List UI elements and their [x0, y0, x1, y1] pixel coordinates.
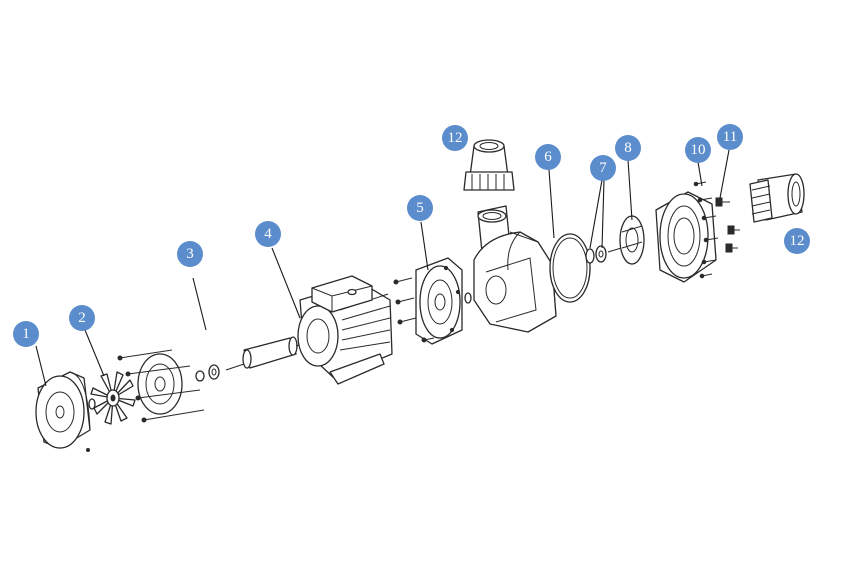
leader-lines [35, 149, 730, 387]
pump-housing [473, 205, 557, 333]
callout-badge [255, 221, 281, 247]
callout-12-side: 12 [784, 228, 810, 254]
front-cover [655, 181, 719, 283]
o-ring [549, 233, 591, 303]
union-fitting-side [749, 173, 805, 223]
callout-badge [590, 155, 616, 181]
seal-plate [393, 257, 472, 345]
callout-label: 11 [723, 129, 737, 145]
callout-label: 2 [78, 310, 86, 326]
callout-3: 3 [177, 241, 203, 267]
callout-4: 4 [255, 221, 281, 247]
callout-11: 11 [717, 124, 743, 150]
callout-badge [407, 195, 433, 221]
callout-label: 10 [691, 142, 706, 158]
callout-label: 12 [448, 130, 463, 146]
mechanical-seal [585, 245, 607, 264]
cooling-fan [88, 371, 136, 425]
callout-5: 5 [407, 195, 433, 221]
callout-badge [442, 125, 468, 151]
callout-badge [177, 241, 203, 267]
callout-badge [784, 228, 810, 254]
callout-6: 6 [535, 144, 561, 170]
callout-label: 1 [22, 326, 30, 342]
callout-label: 5 [416, 200, 424, 216]
callout-badge [717, 124, 743, 150]
callout-label: 8 [624, 140, 632, 156]
drain-plugs [715, 197, 740, 253]
callout-badge [685, 137, 711, 163]
end-shield-assembly [117, 349, 220, 423]
fan-cover [35, 371, 91, 452]
callout-label: 6 [544, 149, 552, 165]
callout-badge [535, 144, 561, 170]
callout-badge [615, 135, 641, 161]
callout-label: 4 [264, 226, 272, 242]
union-fitting-top [463, 139, 515, 191]
callout-badge [13, 321, 39, 347]
callout-label: 3 [186, 246, 194, 262]
callout-label: 12 [790, 233, 805, 249]
callout-10: 10 [685, 137, 711, 163]
callout-12-top: 12 [442, 125, 468, 151]
callout-2: 2 [69, 305, 95, 331]
impeller [607, 215, 645, 265]
motor-housing [297, 275, 393, 385]
callout-label: 7 [599, 160, 607, 176]
callout-8: 8 [615, 135, 641, 161]
callout-7: 7 [590, 155, 616, 181]
callout-1: 1 [13, 321, 39, 347]
callout-badge [69, 305, 95, 331]
motor-rotor [225, 336, 309, 371]
